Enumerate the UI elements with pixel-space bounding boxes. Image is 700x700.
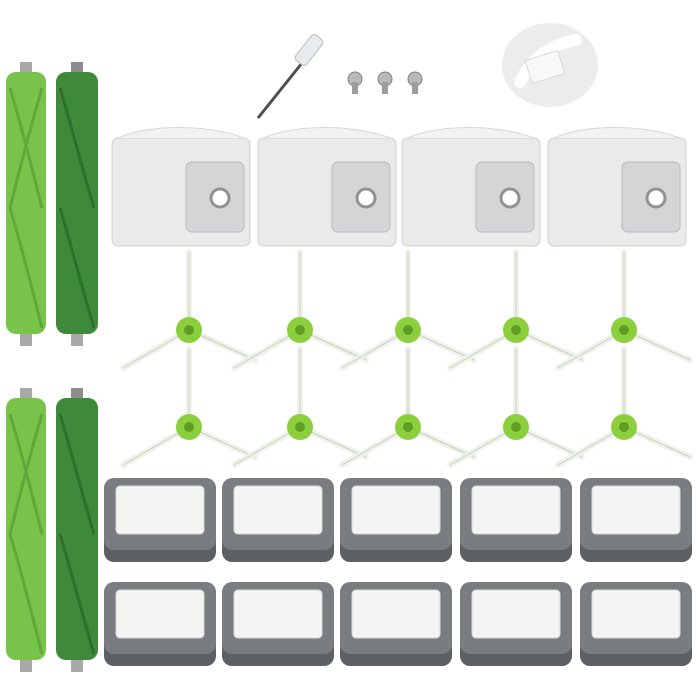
hepa-filter	[220, 580, 336, 668]
hepa-filter	[578, 476, 694, 564]
side-brush	[336, 345, 480, 473]
side-brush	[336, 248, 480, 376]
side-brush	[117, 248, 261, 376]
cleaning-brush	[500, 20, 600, 110]
roller-brush-light-green	[2, 58, 50, 350]
roller-brush-dark-green	[52, 384, 102, 676]
side-brush	[117, 345, 261, 473]
side-brush	[228, 345, 372, 473]
side-brush	[552, 248, 696, 376]
side-brush	[552, 345, 696, 473]
dust-bag	[254, 124, 400, 250]
side-brush	[444, 345, 588, 473]
hepa-filter	[102, 476, 218, 564]
screwdriver	[250, 30, 332, 126]
hepa-filter	[220, 476, 336, 564]
hepa-filter	[338, 476, 454, 564]
hepa-filter	[102, 580, 218, 668]
hepa-filter	[458, 476, 574, 564]
screw	[372, 70, 398, 96]
hepa-filter	[458, 580, 574, 668]
screw	[402, 70, 428, 96]
side-brush	[444, 248, 588, 376]
side-brush	[228, 248, 372, 376]
dust-bag	[544, 124, 690, 250]
roller-brush-light-green	[2, 384, 50, 676]
dust-bag	[108, 124, 254, 250]
roller-brush-dark-green	[52, 58, 102, 350]
hepa-filter	[578, 580, 694, 668]
screw	[342, 70, 368, 96]
hepa-filter	[338, 580, 454, 668]
dust-bag	[398, 124, 544, 250]
